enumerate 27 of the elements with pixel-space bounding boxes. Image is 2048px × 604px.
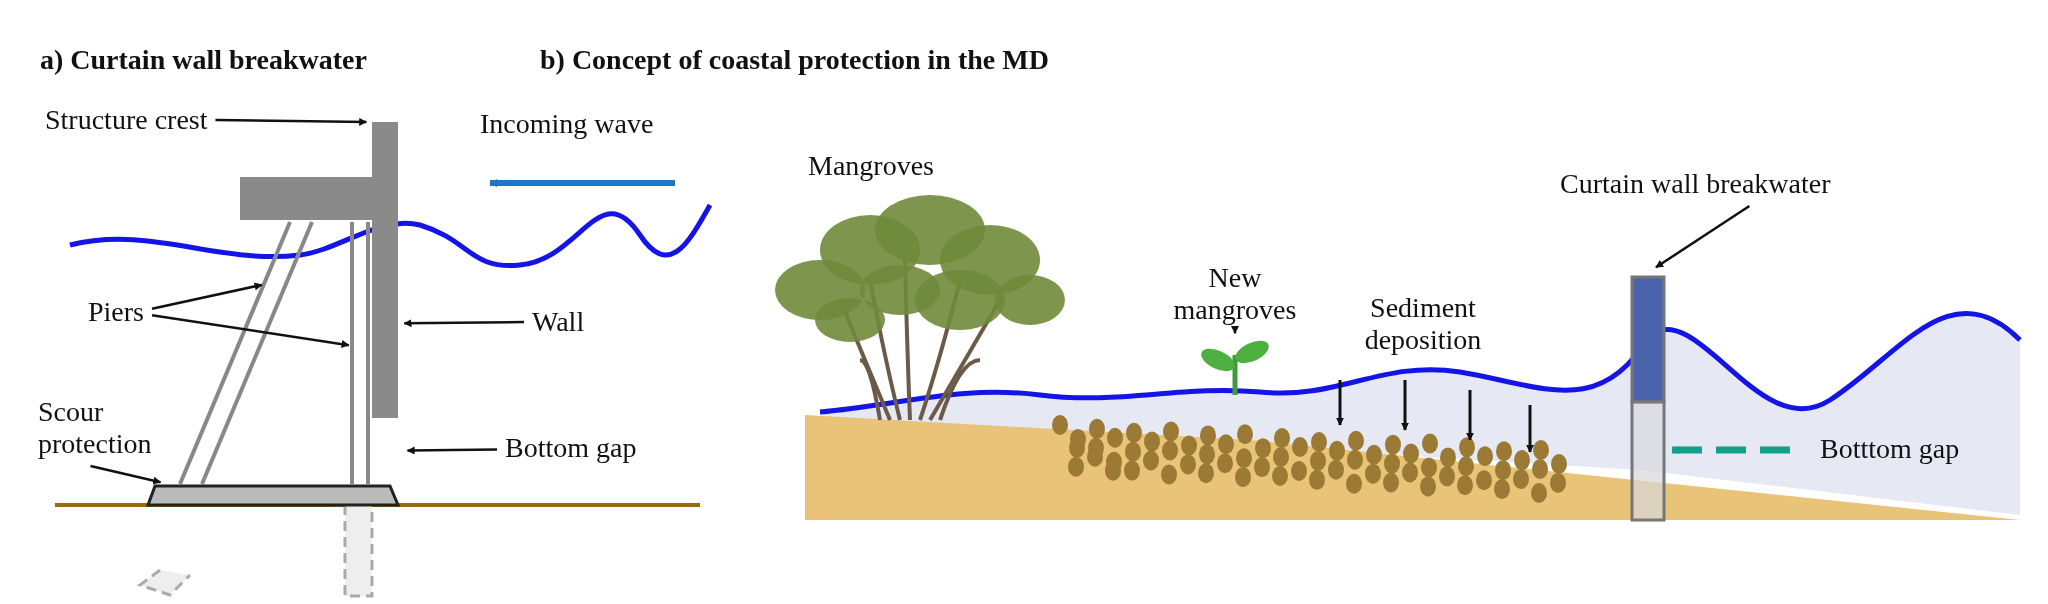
panel-title: a) Curtain wall breakwater — [40, 44, 367, 76]
callout-label: New mangroves — [1170, 262, 1300, 326]
callout-label: Curtain wall breakwater — [1560, 168, 1831, 200]
callout-label: Wall — [532, 306, 585, 338]
callout-label: Structure crest — [45, 104, 208, 136]
seedling-drawing — [1201, 340, 1269, 395]
leader-line — [1655, 204, 1751, 269]
breakwater-structure — [1630, 275, 1666, 522]
sediment-label: Sediment deposition — [1363, 292, 1483, 356]
leader-line — [406, 446, 497, 455]
leader-line — [151, 313, 350, 348]
panel-title: b) Concept of coastal protection in the MD — [540, 44, 1049, 76]
scour-pad — [145, 484, 401, 507]
leader-line — [215, 117, 368, 126]
leader-line — [403, 319, 524, 328]
callout-label: Bottom gap — [505, 432, 637, 464]
mangrove-label: Mangroves — [808, 150, 934, 182]
callout-label: Scour protection — [38, 396, 188, 460]
gap-label: Botttom gap — [1820, 433, 1960, 465]
pier — [350, 222, 370, 484]
curtain-wall — [240, 122, 398, 418]
callout-label: Piers — [88, 296, 144, 328]
leader-line — [90, 464, 162, 485]
leader-line — [1231, 326, 1239, 335]
wave-label: Incoming wave — [480, 108, 654, 140]
pier — [178, 221, 314, 485]
leader-line — [151, 282, 263, 311]
